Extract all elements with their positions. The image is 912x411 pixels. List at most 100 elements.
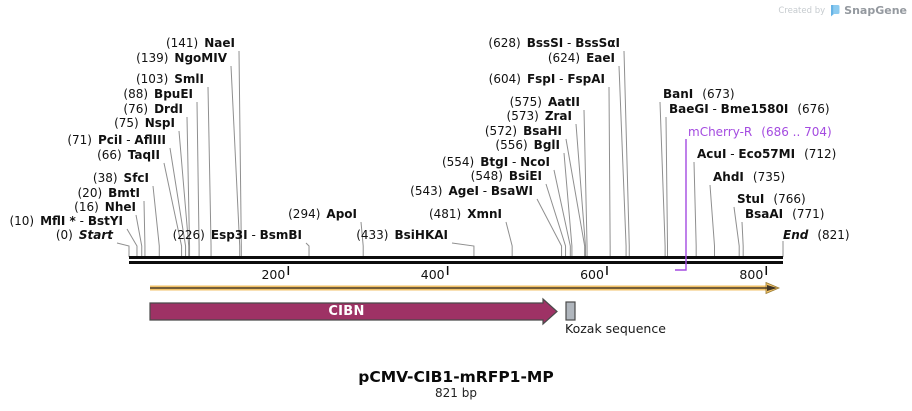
map-title: pCMV-CIB1-mRFP1-MP <box>358 368 554 386</box>
site-label-bsihkai[interactable]: (433) BsiHKAI <box>356 229 448 242</box>
site-leader-line <box>152 185 160 257</box>
primer-bracket-mcherry-r <box>675 139 687 271</box>
site-position: (481) <box>428 207 462 221</box>
site-name: MflI * - BstYI <box>40 214 123 228</box>
feature-box-kozak[interactable] <box>565 301 576 321</box>
feature-label-kozak[interactable]: Kozak sequence <box>565 321 666 336</box>
site-name: BanI <box>663 87 694 101</box>
site-position: (103) <box>135 72 169 86</box>
site-leader-line <box>575 123 586 257</box>
site-label-ahdi[interactable]: AhdI(735) <box>713 171 785 184</box>
site-leader-line <box>143 200 146 257</box>
site-label-aatii[interactable]: (575)AatII <box>510 96 580 109</box>
ruler-number: 600 <box>580 267 604 282</box>
site-label-apoi[interactable]: (294)ApoI <box>288 208 357 221</box>
site-leader-line <box>618 65 627 257</box>
feature-label-cibn[interactable]: CIBN <box>328 304 365 319</box>
site-label-nhei[interactable]: (16)NheI <box>74 201 136 214</box>
site-label-start[interactable]: (0)Start <box>56 229 113 242</box>
site-label-pcii-afliii[interactable]: (71)PciI - AflIII <box>67 134 166 147</box>
site-name: BsiEI <box>508 169 542 183</box>
site-leader-line <box>135 214 143 257</box>
site-label-acui-eco57mi[interactable]: AcuI - Eco57MI(712) <box>697 148 836 161</box>
site-label-bgli[interactable]: (556)BglI <box>495 139 560 152</box>
site-position: (433) <box>356 228 389 242</box>
site-name: XmnI <box>467 207 502 221</box>
site-label-bmti[interactable]: (20)BmtI <box>78 187 141 200</box>
site-label-bsahi[interactable]: (572)BsaHI <box>485 125 562 138</box>
ruler-number: 200 <box>261 267 286 282</box>
site-leader-line <box>451 242 475 257</box>
site-leader-line <box>659 101 666 257</box>
map-title-block: pCMV-CIB1-mRFP1-MP 821 bp <box>0 369 912 401</box>
site-leader-line <box>545 183 567 257</box>
site-label-btgi-ncoi[interactable]: (554)BtgI - NcoI <box>442 156 550 169</box>
site-leader-line <box>305 242 310 257</box>
site-label-xmni[interactable]: (481) XmnI <box>429 208 502 221</box>
site-leader-line <box>169 147 187 257</box>
site-label-mfli-bstyi[interactable]: (10)MflI * - BstYI <box>9 215 123 228</box>
site-position: (20) <box>77 186 103 200</box>
site-name: Esp3I - BsmBI <box>210 228 302 242</box>
site-name: BsiHKAI <box>394 228 449 242</box>
site-position: (676) <box>797 102 830 116</box>
site-name: StuI <box>737 192 765 206</box>
site-name: NaeI <box>204 36 235 50</box>
site-name: AhdI <box>713 170 744 184</box>
site-label-naei[interactable]: (141)NaeI <box>166 37 235 50</box>
site-position: (573) <box>506 109 539 123</box>
site-name: FspI - FspAI <box>526 72 605 86</box>
sequence-bar-bottom <box>129 261 783 264</box>
site-name: EaeI <box>586 51 615 65</box>
site-label-bpuei[interactable]: (88)BpuEI <box>123 88 193 101</box>
site-leader-line <box>207 86 212 257</box>
site-label-end[interactable]: End(821) <box>783 229 850 242</box>
backbone-core-arrowhead <box>767 285 777 291</box>
site-position: (572) <box>484 124 518 138</box>
primer-label-mcherry-r[interactable]: mCherry-R (686 .. 704) <box>688 126 832 139</box>
site-leader-line <box>583 109 588 257</box>
site-label-sfci[interactable]: (38)SfcI <box>93 172 149 185</box>
site-name: PciI - AflIII <box>97 133 166 147</box>
site-label-esp3i-bsmbi[interactable]: (226)Esp3I - BsmBI <box>173 229 302 242</box>
site-label-bani[interactable]: BanI(673) <box>663 88 735 101</box>
site-position: (38) <box>92 171 118 185</box>
backbone-core-line <box>150 287 768 289</box>
site-name: TaqII <box>127 148 160 162</box>
site-label-fspi-fspai[interactable]: (604)FspI - FspAI <box>489 73 605 86</box>
feature-arrow-cibn[interactable] <box>149 297 558 326</box>
site-label-smli[interactable]: (103) SmlI <box>136 73 204 86</box>
site-leader-line <box>553 169 571 257</box>
site-leader-line <box>196 101 200 257</box>
site-name: DrdI <box>154 102 183 116</box>
site-label-bsaai[interactable]: BsaAI(771) <box>745 208 824 221</box>
site-name: NheI <box>104 200 136 214</box>
site-label-nspi[interactable]: (75)NspI <box>114 117 175 130</box>
site-position: (624) <box>547 51 581 65</box>
site-position: (88) <box>123 87 149 101</box>
site-position: (556) <box>495 138 528 152</box>
site-label-bsssi-bsss-i[interactable]: (628)BssSI - BssSαI <box>488 37 620 50</box>
site-label-agei-bsawi[interactable]: (543)AgeI - BsaWI <box>410 185 533 198</box>
site-name: End <box>783 228 809 242</box>
site-label-zrai[interactable]: (573) ZraI <box>507 110 572 123</box>
site-label-ngomiv[interactable]: (139)NgoMIV <box>136 52 227 65</box>
site-label-eaei[interactable]: (624) EaeI <box>548 52 615 65</box>
site-leader-line <box>536 198 563 257</box>
site-label-taqii[interactable]: (66)TaqII <box>97 149 160 162</box>
snapgene-logo-icon <box>831 5 840 17</box>
site-label-stui[interactable]: StuI(766) <box>737 193 806 206</box>
site-position: (575) <box>509 95 542 109</box>
site-name: SmlI <box>174 72 204 86</box>
site-leader-line <box>563 152 573 257</box>
primer-range: (686 .. 704) <box>761 125 832 139</box>
site-label-bsiei[interactable]: (548)BsiEI <box>471 170 542 183</box>
site-leader-line <box>693 161 697 257</box>
primer-name: mCherry-R <box>688 125 753 139</box>
site-name: ZraI <box>544 109 572 123</box>
site-position: (771) <box>792 207 825 221</box>
site-label-baegi-bme1580i[interactable]: BaeGI - Bme1580I(676) <box>669 103 830 116</box>
credit-brand: SnapGene <box>844 4 907 17</box>
site-label-drdi[interactable]: (76)DrdI <box>123 103 183 116</box>
